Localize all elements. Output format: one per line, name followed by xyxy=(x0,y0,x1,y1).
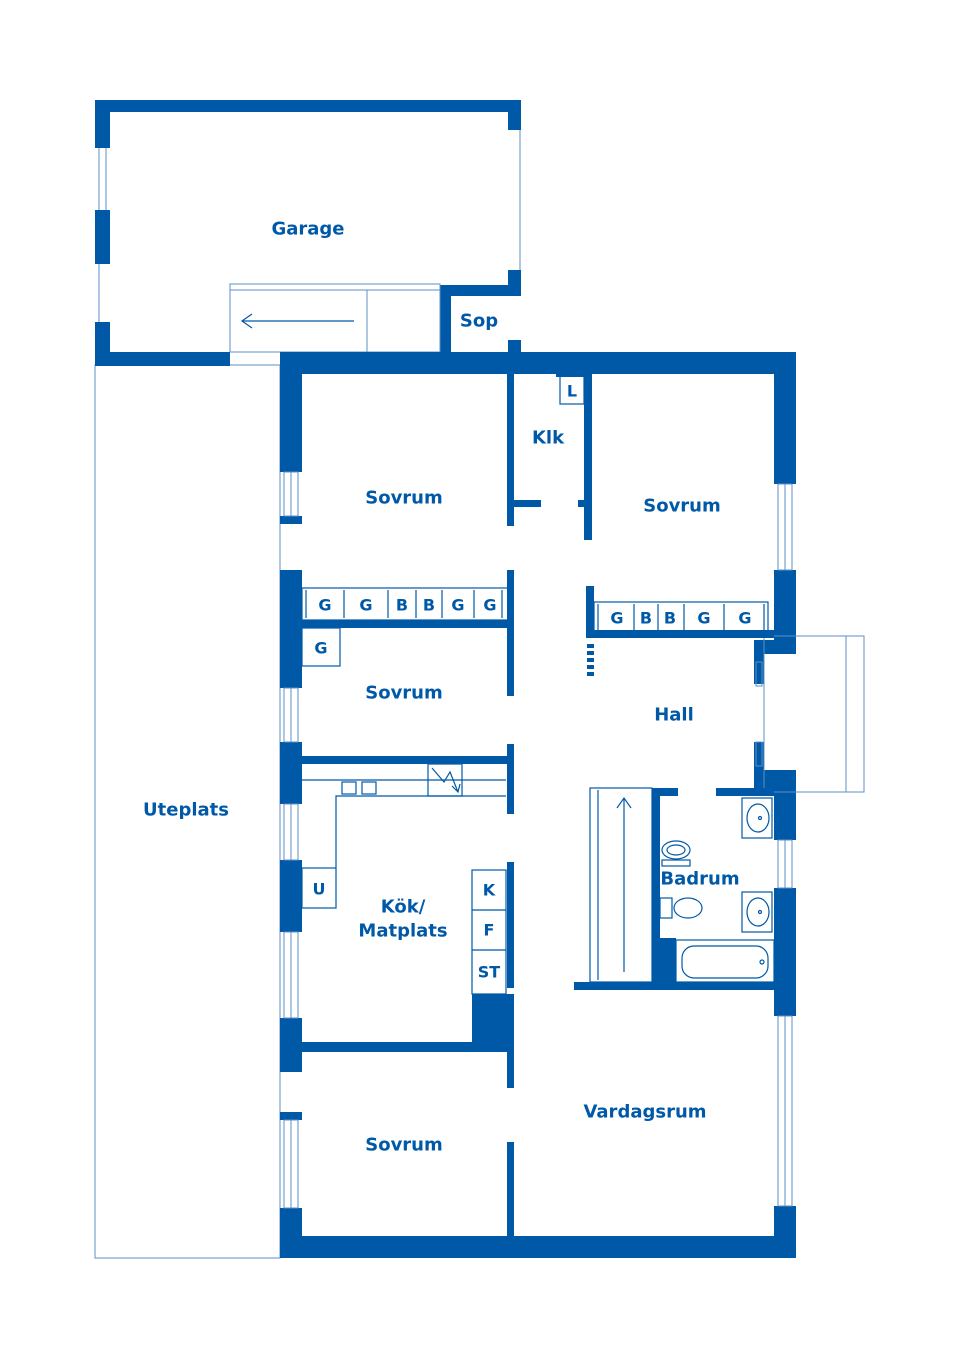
arrow-left-icon xyxy=(240,313,354,329)
closet-right-1: G xyxy=(610,609,623,628)
bathtub-icon xyxy=(675,939,775,983)
vardagsrum-label: Vardagsrum xyxy=(583,1102,706,1123)
closet-right-2: B xyxy=(640,609,652,628)
bedroom-top-left-label: Sovrum xyxy=(365,488,443,509)
toilet-icon-2 xyxy=(659,897,703,919)
closet-g-label: G xyxy=(314,639,327,658)
closet-row-right xyxy=(593,601,769,633)
closet-left-2: G xyxy=(359,596,372,615)
house-exterior-walls xyxy=(280,352,796,1258)
badrum-label: Badrum xyxy=(660,869,739,890)
bedroom-top-right-label: Sovrum xyxy=(643,496,721,517)
uteplats-label: Uteplats xyxy=(143,800,229,821)
kitchen-unit-k: K xyxy=(483,881,496,900)
closet-l-label: L xyxy=(567,382,577,401)
closet-left-6: G xyxy=(483,596,496,615)
kitchen-unit-st: ST xyxy=(478,963,501,982)
closet-row-left xyxy=(301,587,509,621)
klk-label: Klk xyxy=(532,428,565,449)
closet-right-4: G xyxy=(697,609,710,628)
kitchen-label-line2: Matplats xyxy=(358,921,447,942)
stove-icon xyxy=(431,767,461,794)
closet-left-1: G xyxy=(318,596,331,615)
garage-label: Garage xyxy=(271,219,344,240)
sink-icon xyxy=(741,797,773,933)
bedroom-middle-label: Sovrum xyxy=(365,683,443,704)
arrow-up-icon xyxy=(616,796,632,972)
closet-left-4: B xyxy=(423,596,435,615)
stairs xyxy=(589,787,653,983)
closet-left-3: B xyxy=(396,596,408,615)
windows xyxy=(283,471,793,1209)
kitchen-counters xyxy=(301,763,507,995)
entry-porch xyxy=(755,635,865,793)
closet-right-5: G xyxy=(738,609,751,628)
kitchen-unit-u: U xyxy=(313,880,326,899)
stair-hatch xyxy=(587,644,594,676)
closet-left-5: G xyxy=(451,596,464,615)
garage-details xyxy=(98,130,521,353)
closet-right-3: B xyxy=(664,609,676,628)
interior-walls xyxy=(302,374,774,1238)
kitchen-unit-f: F xyxy=(484,921,495,940)
toilet-icon xyxy=(661,840,691,867)
closet-g-box xyxy=(301,627,341,667)
bedroom-bottom-label: Sovrum xyxy=(365,1135,443,1156)
kitchen-label-line1: Kök/ xyxy=(381,897,426,918)
closet-l-box xyxy=(559,373,585,405)
hall-label: Hall xyxy=(654,705,694,726)
sop-label: Sop xyxy=(460,311,498,332)
